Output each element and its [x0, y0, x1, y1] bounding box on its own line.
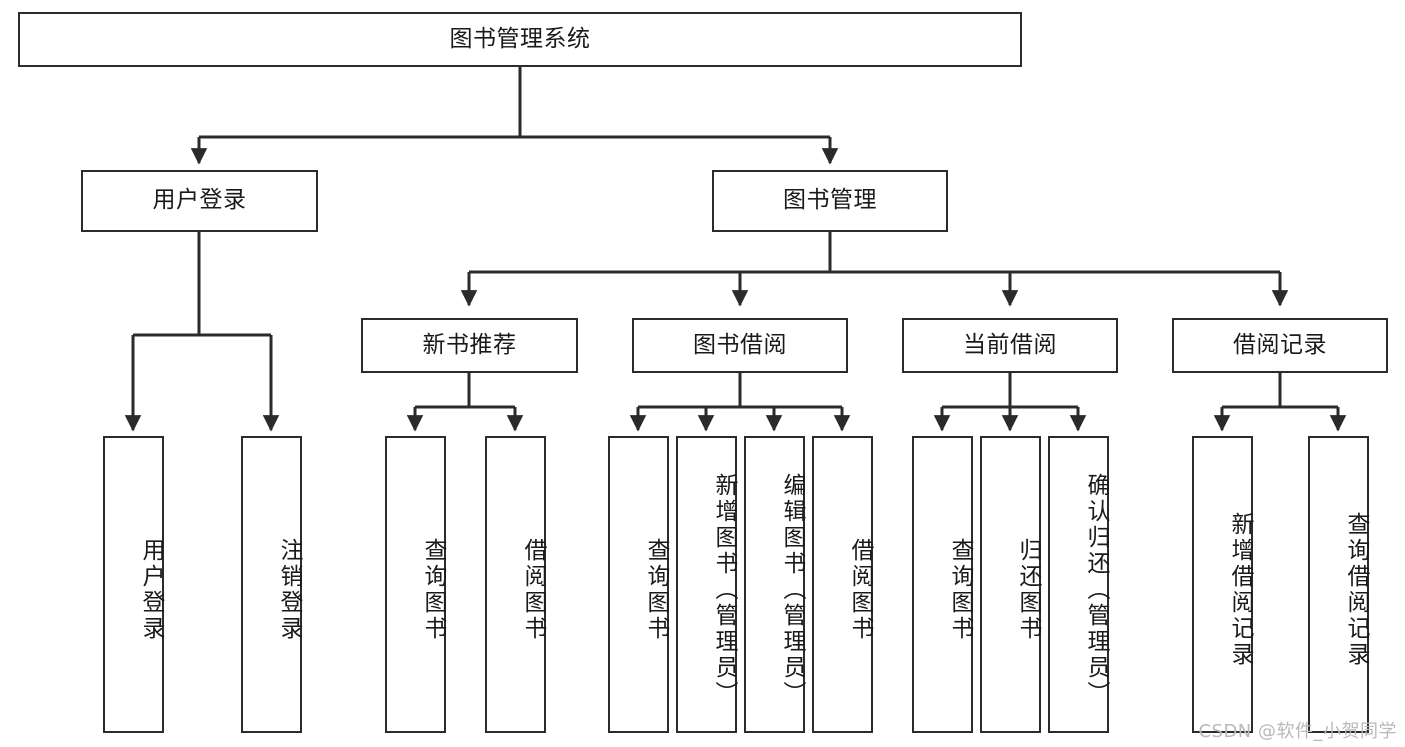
leaf-borrow-record-query[interactable]: 查询借阅记录 — [1308, 436, 1369, 733]
node-user-login[interactable]: 用户登录 — [81, 170, 318, 232]
node-label: 新增借阅记录 — [1227, 511, 1253, 668]
leaf-new-book-query[interactable]: 查询图书 — [385, 436, 446, 733]
node-label: 注销登录 — [276, 537, 302, 642]
leaf-book-borrow-edit-admin[interactable]: 编辑图书（管理员） — [744, 436, 805, 733]
leaf-book-borrow-query[interactable]: 查询图书 — [608, 436, 669, 733]
node-book-management[interactable]: 图书管理 — [712, 170, 948, 232]
leaf-current-borrow-return[interactable]: 归还图书 — [980, 436, 1041, 733]
node-label: 图书管理 — [783, 187, 877, 214]
leaf-book-borrow-borrow[interactable]: 借阅图书 — [812, 436, 873, 733]
node-label: 当前借阅 — [963, 331, 1057, 358]
node-label: 新书推荐 — [422, 331, 517, 358]
node-root-book-management-system[interactable]: 图书管理系统 — [18, 12, 1022, 67]
node-label: 查询借阅记录 — [1343, 511, 1369, 668]
leaf-user-login-logout[interactable]: 注销登录 — [241, 436, 302, 733]
node-label: 用户登录 — [152, 187, 247, 214]
node-label: 查询图书 — [420, 537, 446, 642]
node-label: 图书借阅 — [693, 331, 787, 358]
node-label: 借阅图书 — [847, 537, 873, 642]
leaf-book-borrow-add-admin[interactable]: 新增图书（管理员） — [676, 436, 737, 733]
node-label: 图书管理系统 — [449, 25, 591, 52]
node-borrow-record[interactable]: 借阅记录 — [1172, 318, 1388, 373]
watermark-text: CSDN @软件_小贺同学 — [1198, 721, 1397, 742]
node-new-book-recommend[interactable]: 新书推荐 — [361, 318, 578, 373]
node-label: 确认归还（管理员） — [1083, 472, 1109, 707]
leaf-borrow-record-add[interactable]: 新增借阅记录 — [1192, 436, 1253, 733]
node-current-borrow[interactable]: 当前借阅 — [902, 318, 1118, 373]
node-label: 借阅图书 — [520, 537, 546, 642]
node-label: 编辑图书（管理员） — [779, 472, 805, 707]
node-label: 新增图书（管理员） — [711, 472, 737, 707]
node-book-borrow[interactable]: 图书借阅 — [632, 318, 848, 373]
node-label: 归还图书 — [1015, 537, 1041, 642]
node-label: 用户登录 — [138, 537, 164, 642]
leaf-new-book-borrow[interactable]: 借阅图书 — [485, 436, 546, 733]
leaf-current-borrow-query[interactable]: 查询图书 — [912, 436, 973, 733]
node-label: 借阅记录 — [1233, 331, 1327, 358]
leaf-current-borrow-confirm-return-admin[interactable]: 确认归还（管理员） — [1048, 436, 1109, 733]
node-label: 查询图书 — [947, 537, 973, 642]
leaf-user-login-login[interactable]: 用户登录 — [103, 436, 164, 733]
node-label: 查询图书 — [643, 537, 669, 642]
